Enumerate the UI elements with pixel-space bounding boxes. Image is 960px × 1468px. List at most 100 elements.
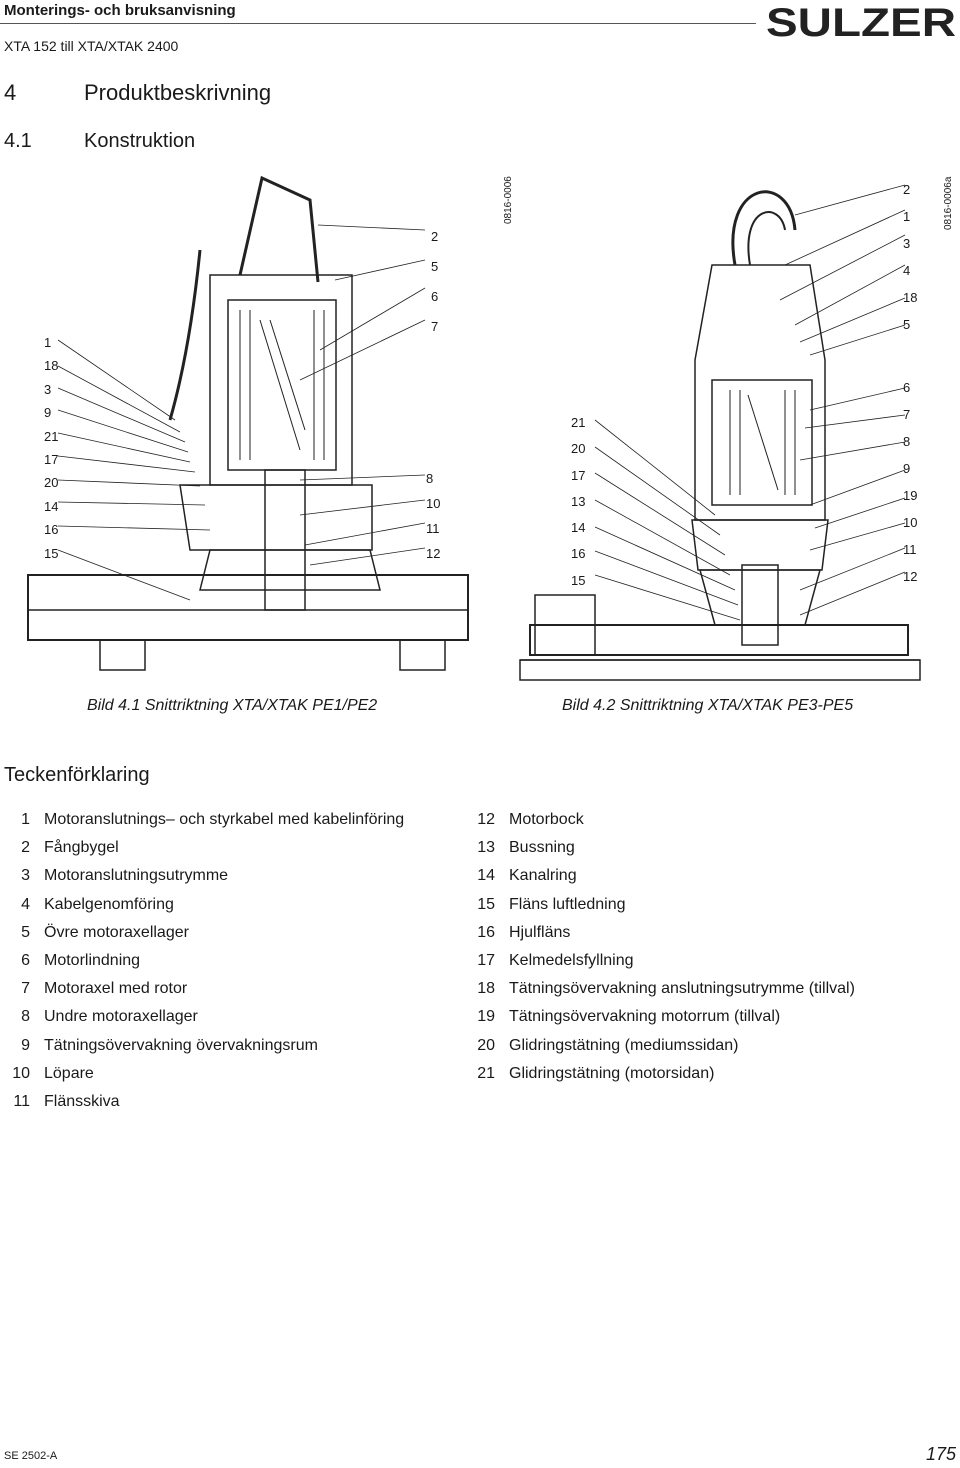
callout-label: 9	[44, 405, 52, 421]
legend-number: 3	[21, 867, 30, 885]
figure-2-drawing	[519, 184, 921, 681]
legend-text: Motoranslutnings– och styrkabel med kabe…	[44, 811, 405, 829]
callout-label: 21	[571, 415, 586, 430]
legend-text: Motorlindning	[44, 952, 141, 970]
callout-label: 8	[426, 471, 434, 486]
legend-item: 16 Hjulfläns	[465, 919, 855, 947]
legend-text: Glidringstätning (mediumssidan)	[509, 1036, 739, 1054]
callout-label: 1	[44, 335, 52, 350]
callout-label: 6	[903, 380, 911, 395]
legend-number: 15	[477, 895, 495, 913]
callout-label: 15	[44, 545, 59, 561]
section-title: Produktbeskrivning	[84, 80, 272, 105]
legend-text: Undre motoraxellager	[44, 1008, 198, 1026]
callout-label: 10	[903, 515, 918, 530]
legend-number: 12	[477, 811, 495, 829]
legend-text: Glidringstätning (motorsidan)	[509, 1064, 715, 1082]
figure-1-left-labels: 1 18 3 9 21 17 20 14 16 15	[44, 331, 64, 565]
callout-label: 18	[903, 290, 918, 305]
legend-text: Kelmedelsfyllning	[509, 952, 634, 970]
legend-text: Tätningsövervakning övervakningsrum	[44, 1036, 318, 1054]
figure-1-right-labels-bottom: 8 10 11 12	[426, 466, 450, 566]
legend-item: 12 Motorbock	[465, 806, 855, 834]
figure-1-right-labels-top: 2 5 6 7	[431, 222, 451, 342]
callout-label: 3	[903, 236, 911, 251]
legend-title: Teckenförklaring	[4, 764, 150, 786]
callout-label: 21	[44, 428, 59, 444]
callout-label: 8	[903, 434, 911, 449]
callout-label: 19	[903, 488, 918, 503]
subsection-title: Konstruktion	[84, 130, 196, 152]
legend-number: 16	[477, 923, 495, 941]
legend-text: Motorbock	[509, 811, 584, 829]
legend-number: 7	[21, 980, 30, 998]
callout-label: 16	[571, 546, 586, 562]
legend-number: 6	[21, 952, 30, 970]
callout-label: 12	[426, 546, 441, 561]
callout-label: 20	[571, 441, 586, 457]
callout-label: 14	[44, 498, 59, 514]
legend-number: 10	[12, 1064, 30, 1082]
legend-item: 8 Undre motoraxellager	[0, 1003, 404, 1031]
legend-left-column: 1 Motoranslutnings– och styrkabel med kab…	[0, 806, 404, 1116]
figure-2-left-labels: 21 20 17 13 14 16 15	[571, 410, 595, 594]
callout-label: 2	[431, 229, 439, 244]
legend-item: 19 Tätningsövervakning motorrum (tillval)	[465, 1003, 855, 1031]
callout-label: 7	[431, 319, 439, 334]
legend-number: 2	[21, 839, 30, 857]
legend-item: 17 Kelmedelsfyllning	[465, 947, 855, 975]
subsection-number: 4.1	[4, 130, 32, 152]
legend-text: Tätningsövervakning motorrum (tillval)	[509, 1008, 781, 1026]
legend-number: 9	[21, 1036, 30, 1054]
figure-1-caption: Bild 4.1 Snittriktning XTA/XTAK PE1/PE2	[87, 697, 378, 714]
legend-number: 11	[13, 1092, 30, 1110]
callout-label: 20	[44, 475, 59, 491]
document-title: Monterings- och bruksanvisning	[4, 2, 236, 19]
legend-item: 6 Motorlindning	[0, 947, 404, 975]
legend-number: 8	[21, 1008, 30, 1026]
subsection-heading: 4.1 Konstruktion	[4, 130, 195, 153]
legend-text: Fläns luftledning	[509, 895, 626, 913]
legend-text: Övre motoraxellager	[44, 923, 189, 941]
callout-label: 17	[571, 467, 586, 483]
legend-text: Hjulfläns	[509, 923, 571, 941]
legend-item: 11 Flänsskiva	[0, 1088, 404, 1116]
legend-number: 19	[477, 1008, 495, 1026]
page-number: 175	[925, 1444, 956, 1464]
legend-number: 17	[477, 952, 495, 970]
legend-item: 1 Motoranslutnings– och styrkabel med kab…	[0, 806, 404, 834]
legend-text: Fångbygel	[44, 839, 119, 857]
legend-number: 21	[477, 1064, 495, 1082]
legend-number: 13	[477, 839, 495, 857]
legend-text: Flänsskiva	[44, 1092, 120, 1110]
callout-label: 10	[426, 496, 441, 511]
callout-label: 14	[571, 520, 586, 536]
callout-label: 9	[903, 461, 911, 476]
callout-label: 11	[903, 542, 917, 557]
legend-item: 2 Fångbygel	[0, 834, 404, 862]
callout-label: 13	[571, 493, 586, 509]
callout-label: 5	[903, 317, 911, 332]
figure-2-right-labels: 2 1 3 4 18 5 6 7 8 9 19 10 11 12	[903, 176, 927, 590]
legend-text: Kanalring	[509, 867, 577, 885]
callout-label: 7	[903, 407, 911, 422]
callout-label: 1	[903, 209, 911, 224]
callout-label: 11	[426, 521, 440, 536]
callout-label: 18	[44, 358, 59, 374]
figure-1-drawing	[27, 175, 469, 671]
callout-label: 5	[431, 259, 439, 274]
section-number: 4	[4, 80, 17, 105]
section-heading: 4 Produktbeskrivning	[4, 80, 271, 106]
legend-number: 1	[21, 811, 30, 829]
svg-text:SULZER: SULZER	[766, 2, 956, 40]
sulzer-logo: SULZER	[766, 2, 956, 40]
